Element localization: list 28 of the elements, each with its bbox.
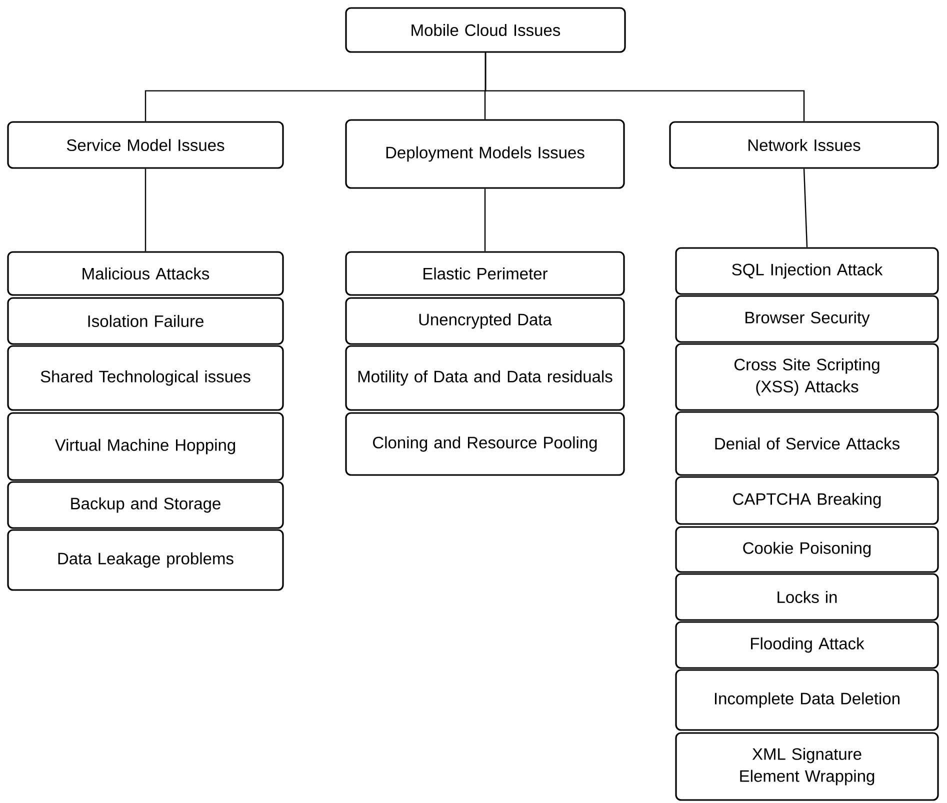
- connector-line: [484, 188, 486, 252]
- issue-box: Malicious Attacks: [7, 251, 284, 296]
- issue-box: Cloning and Resource Pooling: [345, 412, 625, 476]
- connector-line: [144, 168, 146, 252]
- issue-box: Virtual Machine Hopping: [7, 412, 284, 481]
- issue-box: Cross Site Scripting (XSS) Attacks: [675, 343, 939, 411]
- connector-line: [484, 52, 805, 122]
- issue-box: Backup and Storage: [7, 481, 284, 529]
- issue-box: Unencrypted Data: [345, 297, 625, 345]
- connector-line: [803, 168, 808, 248]
- issue-box: Browser Security: [675, 295, 939, 343]
- issue-box: Data Leakage problems: [7, 529, 284, 591]
- issue-box: Shared Technological issues: [7, 345, 284, 411]
- issue-box: XML Signature Element Wrapping: [675, 732, 939, 801]
- issue-box: CAPTCHA Breaking: [675, 476, 939, 525]
- issue-box: Flooding Attack: [675, 621, 939, 669]
- root-box: Mobile Cloud Issues: [345, 7, 626, 53]
- category-box: Network Issues: [669, 121, 939, 169]
- issue-box: Isolation Failure: [7, 297, 284, 345]
- issue-box: SQL Injection Attack: [675, 247, 939, 295]
- issue-box: Incomplete Data Deletion: [675, 669, 939, 731]
- issue-box: Elastic Perimeter: [345, 251, 625, 296]
- issue-box: Cookie Poisoning: [675, 526, 939, 573]
- issue-box: Denial of Service Attacks: [675, 411, 939, 476]
- issue-box: Motility of Data and Data residuals: [345, 345, 625, 411]
- category-box: Service Model Issues: [7, 121, 284, 169]
- issue-box: Locks in: [675, 573, 939, 621]
- category-box: Deployment Models Issues: [345, 119, 625, 189]
